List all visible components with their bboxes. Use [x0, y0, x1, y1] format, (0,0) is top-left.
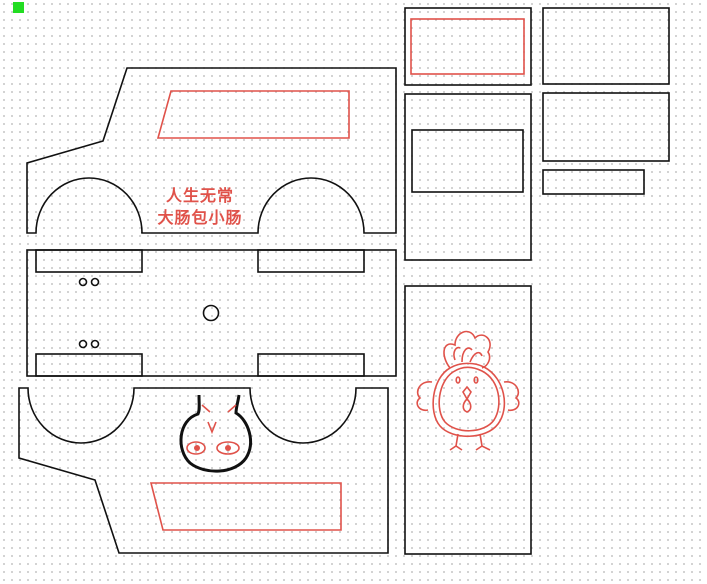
truck-side-top-panel[interactable]: [26, 67, 397, 234]
tall-panel-chicken[interactable]: [404, 285, 532, 555]
slogan-line-1: 人生无常: [165, 186, 234, 205]
origin-marker[interactable]: [13, 2, 24, 13]
slogan-line-2: 大肠包小肠: [157, 208, 243, 227]
strip-far-right[interactable]: [542, 169, 645, 195]
truck-side-bottom-panel[interactable]: [18, 387, 389, 554]
axle-holes: [78, 277, 220, 349]
chicken-icon: [416, 330, 520, 451]
window-engrave-top: [156, 90, 350, 139]
chick-face-icon: [179, 394, 252, 473]
small-panel-top[interactable]: [404, 7, 532, 86]
panel-far-right-2[interactable]: [542, 92, 670, 162]
panel-with-window[interactable]: [404, 93, 532, 261]
panel-far-right-1[interactable]: [542, 7, 670, 85]
window-engrave-bottom: [149, 482, 342, 531]
center-hole: [202, 304, 220, 322]
truck-floor-panel[interactable]: [26, 249, 397, 377]
